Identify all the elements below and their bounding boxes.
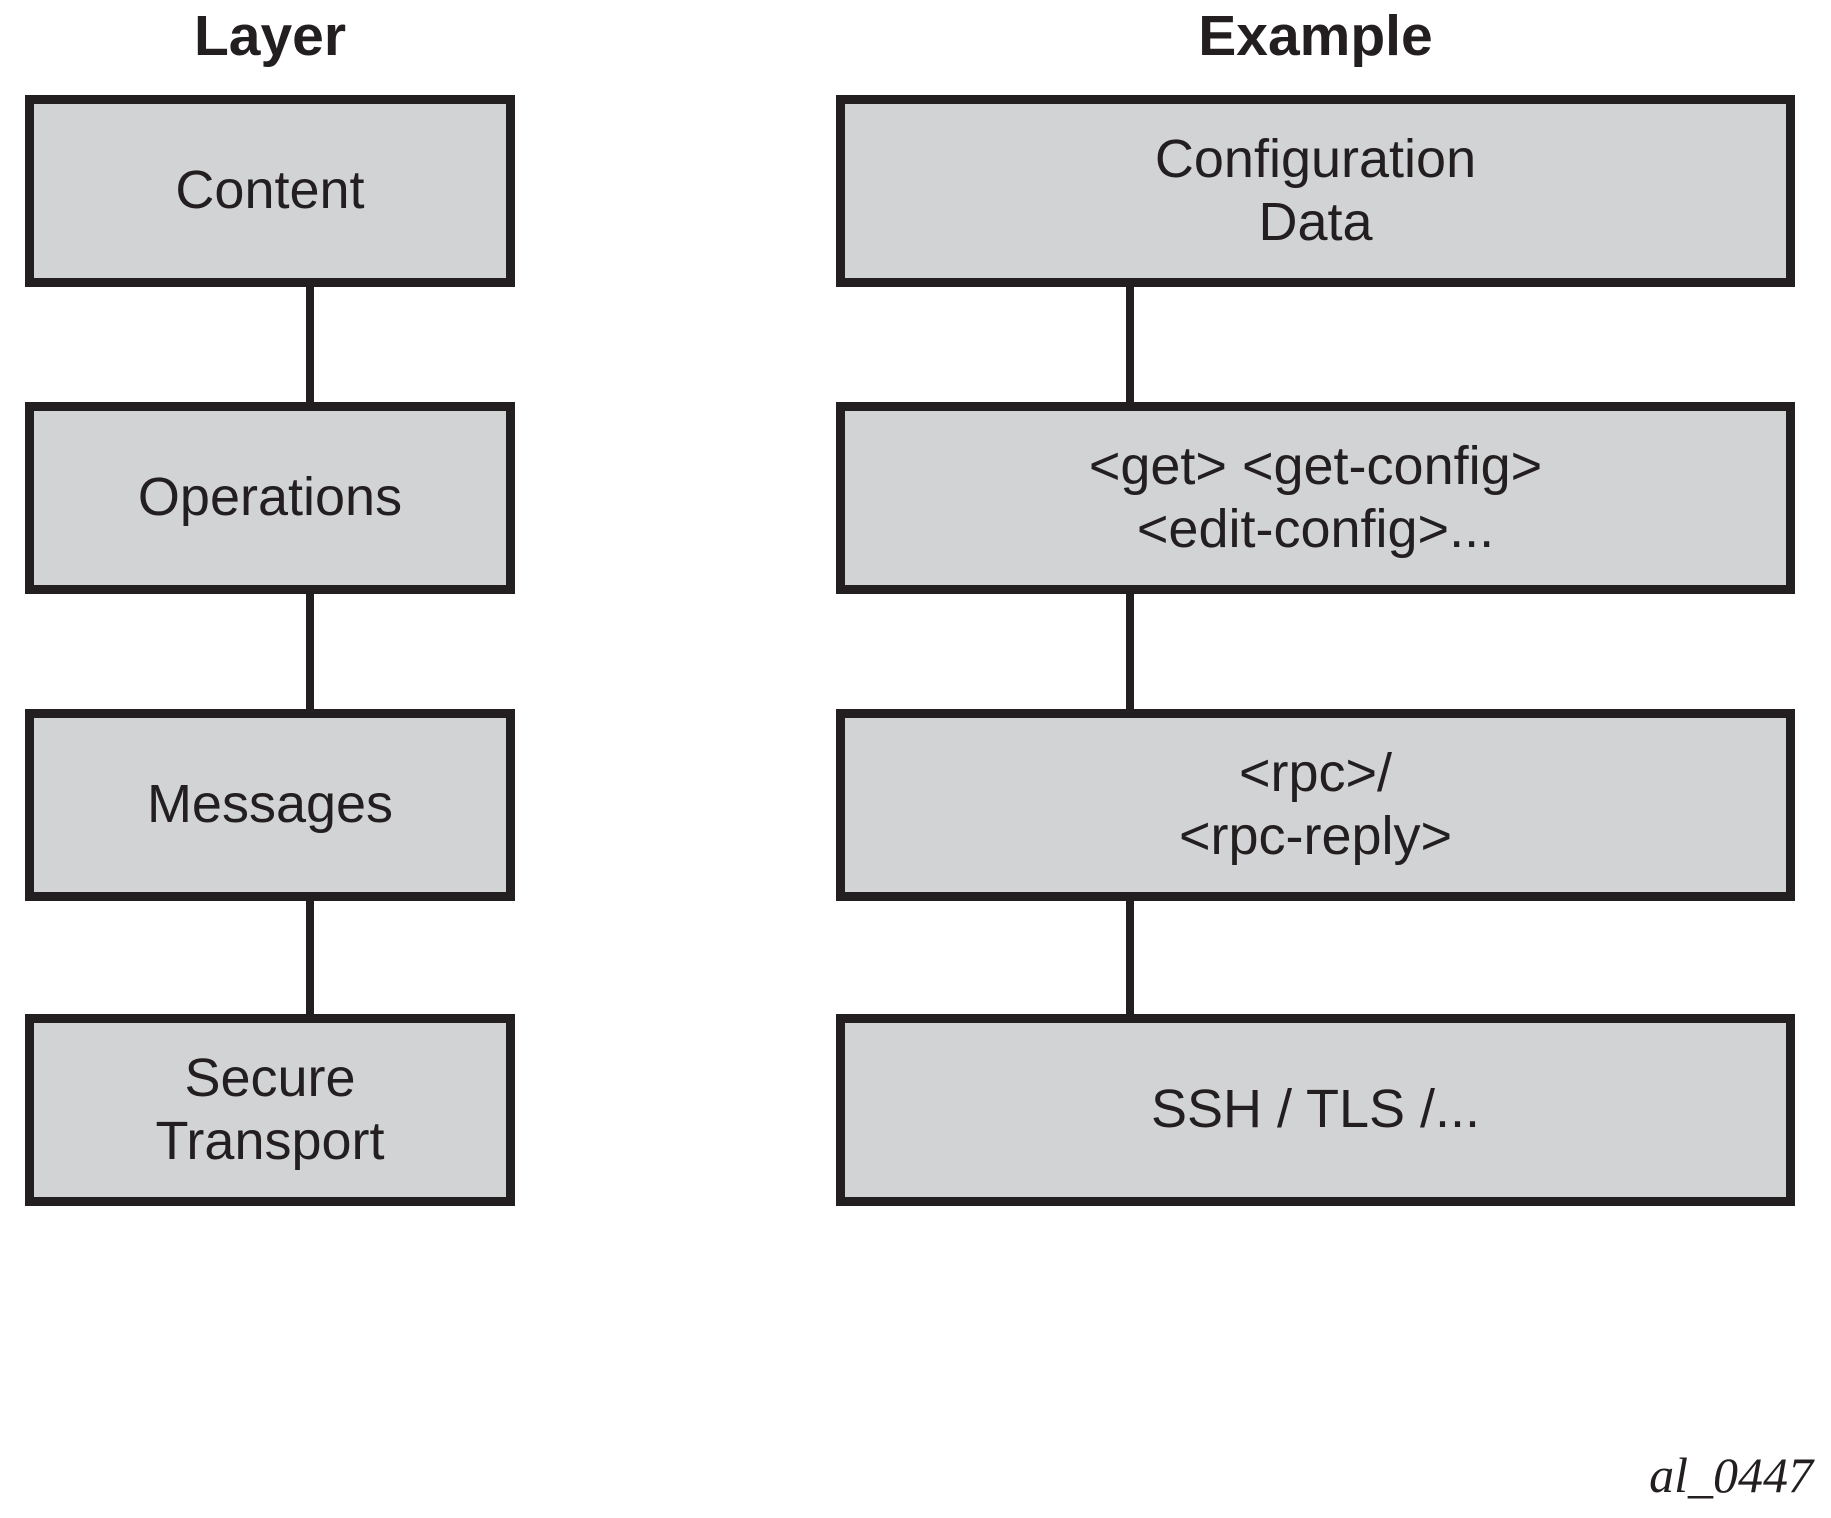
figure-caption: al_0447 (1649, 1447, 1813, 1503)
example-box-secure-transport: SSH / TLS /... (836, 1014, 1795, 1206)
example-label-secure-transport: SSH / TLS /... (1150, 1079, 1481, 1140)
layer-box-content: Content (25, 95, 515, 287)
example-box-operations: <get> <get-config> <edit-config>... (836, 402, 1795, 594)
example-label-content: Configuration Data (1154, 128, 1477, 252)
example-label-operations: <get> <get-config> <edit-config>... (1088, 435, 1543, 559)
example-box-messages: <rpc>/ <rpc-reply> (836, 709, 1795, 901)
connector-left-content-operations (306, 283, 314, 406)
layer-label-content: Content (175, 160, 365, 221)
connector-right-configuration-operations (1126, 283, 1134, 406)
connector-left-operations-messages (306, 590, 314, 713)
example-box-content: Configuration Data (836, 95, 1795, 287)
layer-label-messages: Messages (146, 774, 394, 835)
example-label-messages: <rpc>/ <rpc-reply> (1178, 742, 1453, 866)
layer-box-operations: Operations (25, 402, 515, 594)
column-header-layer: Layer (193, 4, 347, 68)
connector-left-messages-secure-transport (306, 897, 314, 1018)
connector-right-messages-secure-transport (1126, 897, 1134, 1018)
layer-label-secure-transport: Secure Transport (155, 1047, 385, 1171)
layer-box-messages: Messages (25, 709, 515, 901)
layer-label-operations: Operations (137, 467, 403, 528)
column-header-example: Example (1198, 4, 1433, 68)
connector-right-operations-messages (1126, 590, 1134, 713)
layer-box-secure-transport: Secure Transport (25, 1014, 515, 1206)
